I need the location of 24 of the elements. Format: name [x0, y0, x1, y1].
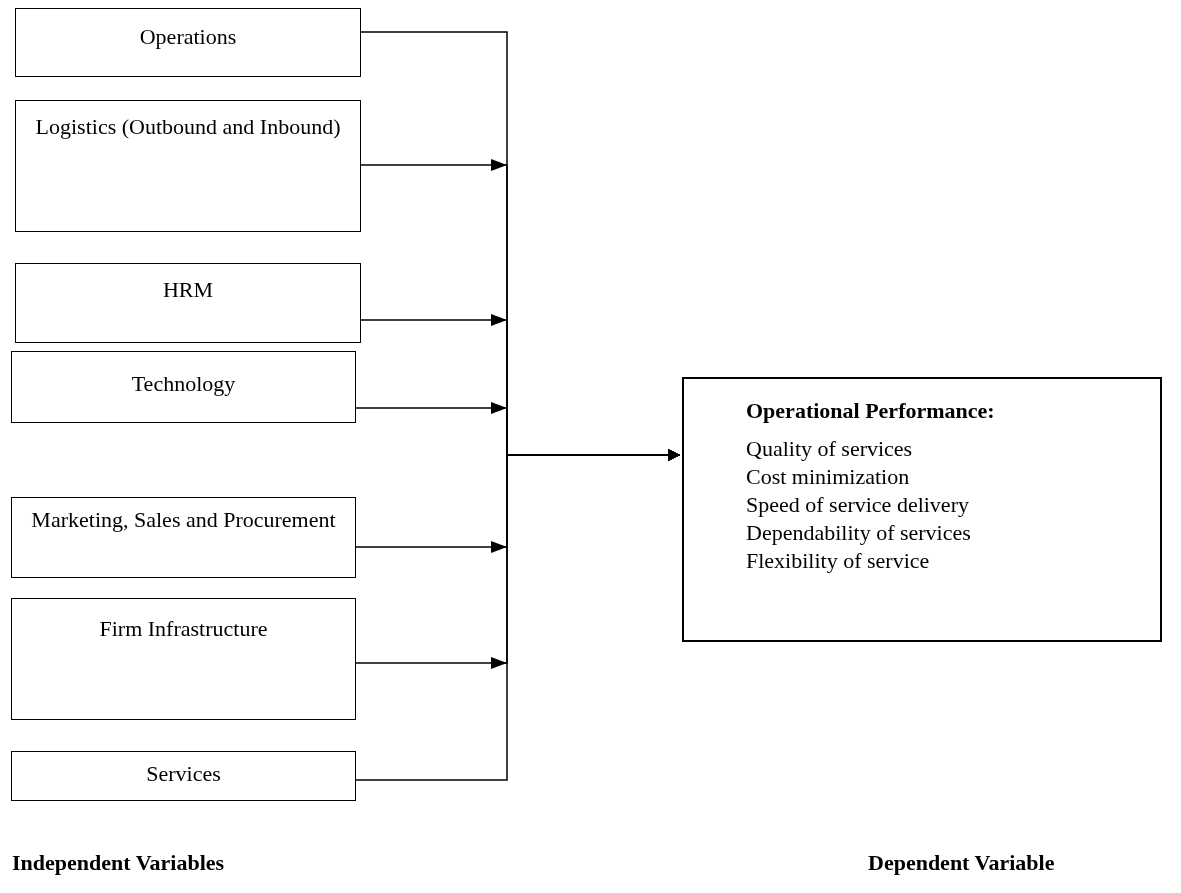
box-label: Technology: [130, 370, 237, 398]
axis-caption: Independent Variables: [12, 850, 225, 876]
box-heading: Operational Performance:: [746, 397, 996, 425]
variable-box: [15, 8, 361, 77]
list-item: Flexibility of service: [746, 547, 931, 575]
box-label: HRM: [161, 276, 215, 304]
list-item: Quality of services: [746, 435, 914, 463]
variable-box: [15, 100, 361, 232]
box-label: Firm Infrastructure: [98, 615, 269, 643]
connector-arrow: [355, 449, 681, 781]
variable-box: [15, 263, 361, 343]
list-item: Cost minimization: [746, 463, 911, 491]
dependent-variable-box: [682, 377, 1162, 642]
variable-box: [11, 598, 356, 720]
box-label: Logistics (Outbound and Inbound): [34, 113, 342, 141]
box-label: Operations: [138, 23, 238, 51]
box-label: Marketing, Sales and Procurement: [30, 506, 337, 534]
variable-box: [11, 351, 356, 423]
variable-box: [11, 751, 356, 801]
list-item: Dependability of services: [746, 519, 972, 547]
axis-caption: Dependent Variable: [868, 850, 1055, 876]
list-item: Speed of service delivery: [746, 491, 970, 519]
box-label: Services: [145, 760, 222, 788]
variable-box: [11, 497, 356, 578]
